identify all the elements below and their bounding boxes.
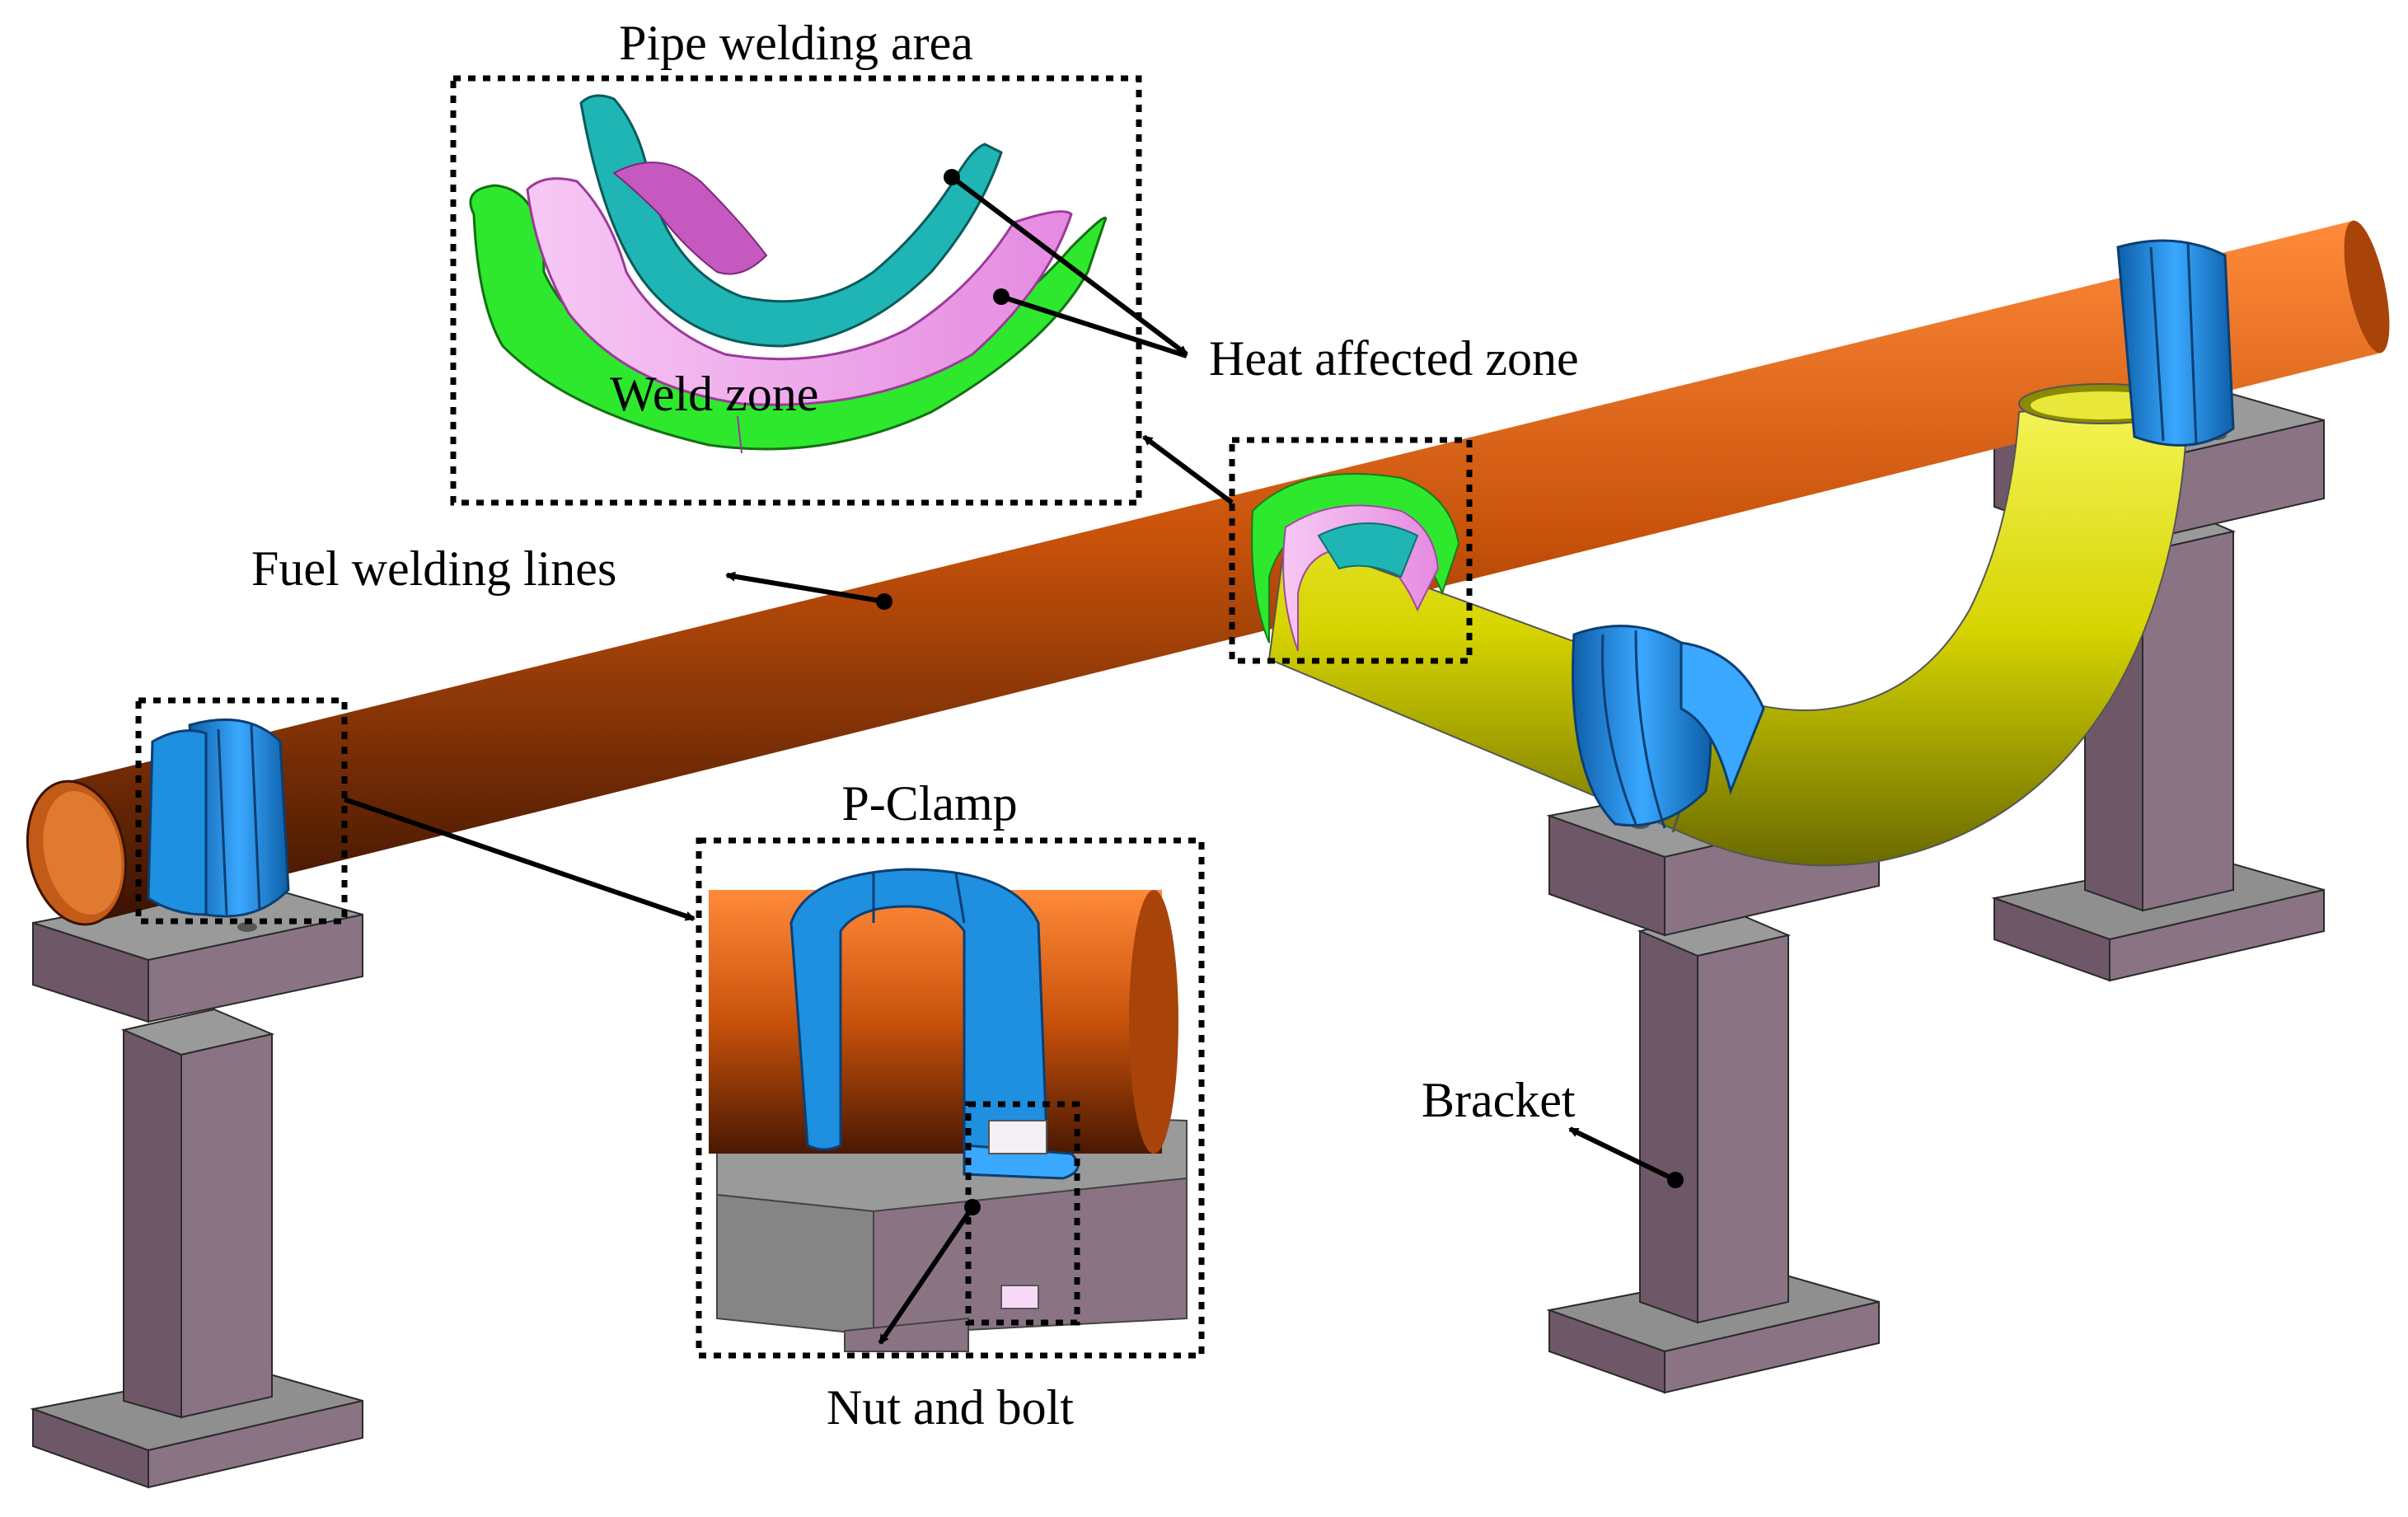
label-p-clamp: P-Clamp — [841, 776, 1017, 831]
label-pipe-welding-area: Pipe welding area — [619, 16, 973, 70]
bracket-middle — [1546, 773, 1880, 1394]
nut-shape — [988, 1120, 1047, 1154]
label-nut-and-bolt: Nut and bolt — [827, 1380, 1074, 1435]
bolt-end-shape — [1000, 1285, 1039, 1309]
label-heat-affected-zone: Heat affected zone — [1209, 331, 1579, 386]
clamp-middle — [1572, 625, 1765, 829]
left-clamp-frame — [135, 697, 348, 925]
bracket-left — [30, 880, 363, 1489]
clamp-left — [147, 718, 290, 918]
inset-p-clamp — [696, 837, 1205, 1359]
label-weld-zone: Weld zone — [610, 367, 818, 421]
inset-clamp-frame — [696, 837, 1205, 1359]
weld-joint — [1251, 473, 1460, 652]
inset-pipe-welding-area — [450, 75, 1142, 506]
inset-welding-frame — [450, 75, 1142, 506]
label-bracket: Bracket — [1422, 1073, 1576, 1127]
leader-lines — [344, 169, 1684, 1345]
fuel-pipe-main — [26, 220, 2390, 926]
haz-green-shape — [469, 184, 1107, 451]
label-fuel-welding-lines: Fuel welding lines — [251, 541, 616, 596]
weld-pink-shape — [526, 177, 1073, 406]
weld-joint-frame — [1229, 437, 1473, 664]
clamp-right — [2116, 239, 2235, 447]
